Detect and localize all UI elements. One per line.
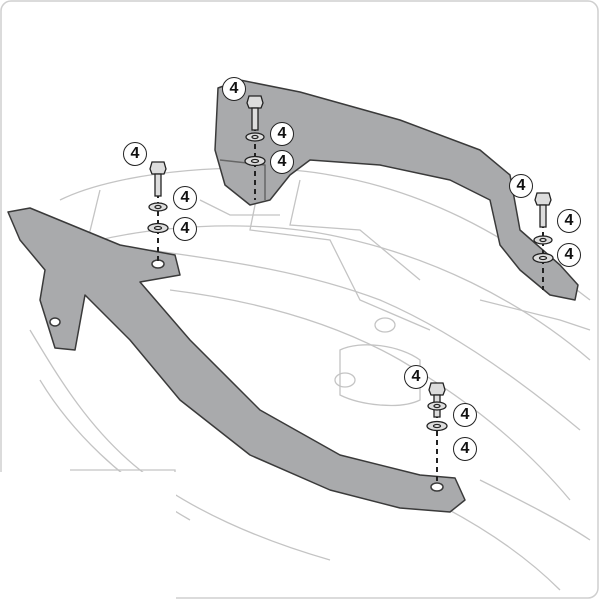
callout-bolt: 4 [509,174,533,198]
left-grab-handle [7,207,466,513]
bolt-left [147,161,169,262]
callout-bolt: 4 [404,365,428,389]
fasteners [147,95,554,485]
blank-corner [0,472,176,600]
callout-washer: 4 [173,217,197,241]
callout-washer: 4 [270,122,294,146]
callout-washer: 4 [557,243,581,267]
callout-washer: 4 [173,186,197,210]
callout-bolt: 4 [123,142,147,166]
callout-washer: 4 [453,437,477,461]
bolt-right [426,382,448,485]
bolt-rear-left [244,95,266,200]
callout-washer: 4 [453,403,477,427]
bolt-rear-right [532,192,554,290]
callout-bolt: 4 [222,77,246,101]
callout-washer: 4 [270,150,294,174]
rear-grab-handle [214,79,579,301]
callout-washer: 4 [557,209,581,233]
